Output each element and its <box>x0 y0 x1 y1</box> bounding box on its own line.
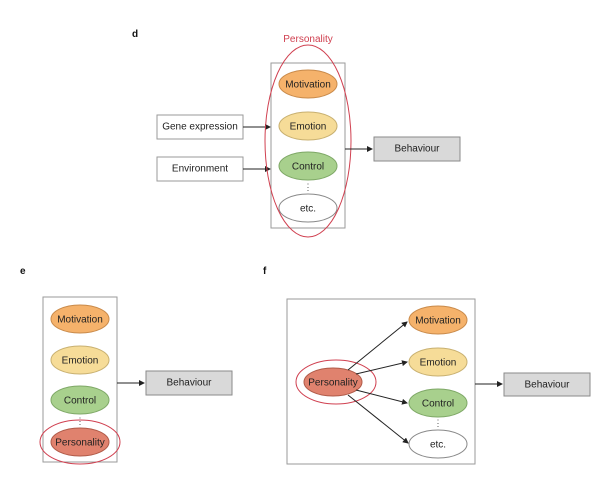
behaviour-box <box>145 370 233 396</box>
panel-d: d Personality Gene expression Environmen… <box>132 29 461 238</box>
control-label: Control <box>64 396 96 407</box>
emotion-label: Emotion <box>290 122 327 133</box>
etc-ellipse <box>278 193 338 223</box>
panel-letter-d: d <box>132 29 138 40</box>
gene-expression-box <box>156 114 244 140</box>
panel-letter-f: f <box>263 266 267 277</box>
emotion-label: Emotion <box>62 356 99 367</box>
personality-ring <box>295 359 377 405</box>
etc-label: etc. <box>300 204 316 215</box>
personality-label: Personality <box>55 438 104 449</box>
panel-letter-e: e <box>20 266 26 277</box>
control-label: Control <box>292 162 324 173</box>
arrow-personality-to-motivation <box>347 321 408 371</box>
emotion-ellipse <box>50 345 110 375</box>
ellipsis-dots: ⋮ <box>434 418 443 428</box>
motivation-label: Motivation <box>415 316 461 327</box>
emotion-ellipse <box>278 111 338 141</box>
environment-label: Environment <box>172 164 228 175</box>
arrow-personality-to-emotion <box>355 360 408 375</box>
personality-ring <box>264 44 352 238</box>
ellipsis-dots: ⋮ <box>304 182 313 192</box>
personality-title: Personality <box>283 34 332 45</box>
panel-f: f Personality Motivation Emotion Control… <box>263 266 591 465</box>
arrow-personality-to-control <box>355 389 408 405</box>
behaviour-label: Behaviour <box>524 380 570 391</box>
control-label: Control <box>422 399 454 410</box>
behaviour-label: Behaviour <box>166 378 212 389</box>
panel-e: e Motivation Emotion Control ⋮ Personali… <box>20 266 233 465</box>
motivation-label: Motivation <box>285 80 331 91</box>
arrow-personality-to-etc <box>347 394 409 444</box>
personality-label: Personality <box>308 378 357 389</box>
behaviour-box <box>503 372 591 397</box>
emotion-ellipse <box>408 347 468 377</box>
etc-ellipse <box>408 429 468 459</box>
personality-ellipse <box>50 427 110 457</box>
behaviour-label: Behaviour <box>394 144 440 155</box>
control-ellipse <box>50 385 110 415</box>
motivation-ellipse <box>50 304 110 334</box>
emotion-label: Emotion <box>420 358 457 369</box>
etc-label: etc. <box>430 440 446 451</box>
control-ellipse <box>408 388 468 418</box>
environment-box <box>156 156 244 182</box>
gene-expression-label: Gene expression <box>162 122 238 133</box>
ellipsis-dots: ⋮ <box>76 416 85 426</box>
motivation-label: Motivation <box>57 315 103 326</box>
personality-ellipse <box>303 367 363 397</box>
control-ellipse <box>278 151 338 181</box>
motivation-ellipse <box>408 305 468 335</box>
motivation-ellipse <box>278 69 338 99</box>
behaviour-box <box>373 136 461 162</box>
personality-ring <box>39 419 121 465</box>
